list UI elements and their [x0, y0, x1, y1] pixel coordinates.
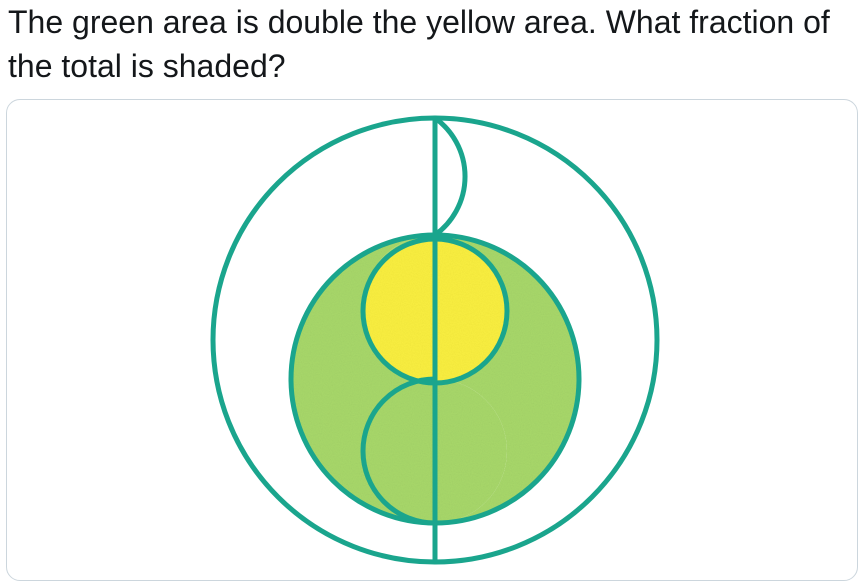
upper-right-arc [432, 115, 468, 238]
tweet-text: The green area is double the yellow area… [8, 4, 830, 84]
lower-left-arc [360, 376, 438, 526]
green-region-left [291, 235, 507, 523]
puzzle-diagram [210, 115, 660, 565]
outline-strokes [210, 115, 660, 565]
tweet-image[interactable] [6, 99, 858, 581]
